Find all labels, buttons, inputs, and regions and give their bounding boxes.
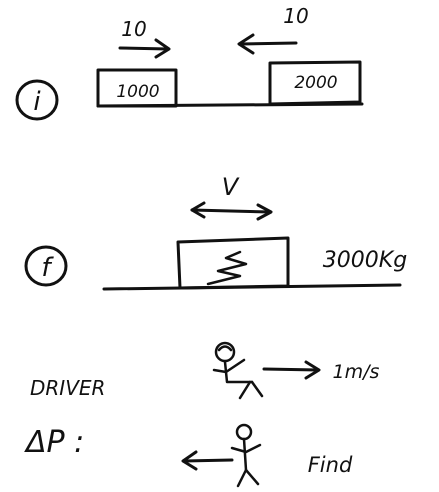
initial-label: i xyxy=(33,87,41,117)
right-arrow-shaft xyxy=(118,46,170,51)
driver-arms-lower xyxy=(230,443,262,454)
final-velocity-label: V xyxy=(222,173,240,201)
right-arrow-head xyxy=(154,38,171,59)
impulse-arrow-head xyxy=(181,450,198,471)
initial-state: i 1000 2000 10 10 xyxy=(15,4,364,121)
driver-body-lower xyxy=(242,437,248,472)
initial-circle xyxy=(15,79,59,121)
driver-arms xyxy=(212,358,246,374)
final-state: f V 3000Kg xyxy=(24,173,407,291)
driver-legs-lower xyxy=(236,468,260,488)
block-2000-mass: 2000 xyxy=(294,73,337,93)
unknown-label: Find xyxy=(308,453,353,477)
driver-stick-figure-upper xyxy=(212,341,264,400)
velocity-arrow-right-head xyxy=(256,203,273,221)
impulse-arrow-shaft xyxy=(182,458,234,463)
final-mass: 3000Kg xyxy=(323,248,407,273)
block-2000 xyxy=(268,60,362,106)
driver-stick-figure-lower xyxy=(230,423,262,488)
block-1000 xyxy=(96,68,178,108)
driver-legs xyxy=(238,380,264,400)
crumple-zigzag xyxy=(206,250,248,286)
block-1000-mass: 1000 xyxy=(116,82,159,102)
driver-section: DRIVER 1m/s ΔP : Find xyxy=(24,341,380,488)
combined-block xyxy=(176,236,290,290)
left-arrow-shaft xyxy=(238,41,298,46)
driver-arrow-head xyxy=(304,360,321,380)
velocity-arrow-left-head xyxy=(190,201,206,219)
driver-body xyxy=(223,360,254,384)
left-speed: 10 xyxy=(121,17,146,41)
impulse-label: ΔP : xyxy=(24,425,84,460)
driver-label: DRIVER xyxy=(30,376,105,400)
right-speed: 10 xyxy=(283,4,308,28)
velocity-arrow-shaft xyxy=(190,208,272,214)
driver-arrow-shaft xyxy=(262,367,320,372)
final-circle xyxy=(24,245,68,287)
driver-head-lower xyxy=(235,423,253,441)
final-label: f xyxy=(41,253,54,283)
left-arrow-head xyxy=(237,33,255,55)
driver-speed: 1m/s xyxy=(333,361,380,383)
